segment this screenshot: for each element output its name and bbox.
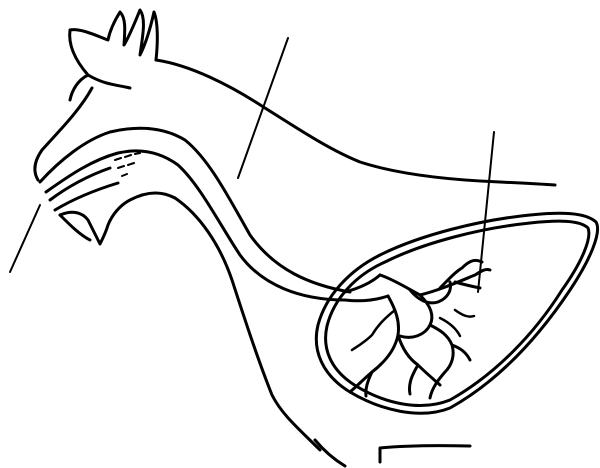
- forehead-outline: [88, 75, 130, 88]
- bronchus-small-branches: [352, 310, 474, 350]
- ear-outline: [70, 10, 157, 60]
- turbinate-marks: [115, 153, 140, 176]
- back-outline: [156, 60, 555, 185]
- throat-outline: [175, 198, 320, 450]
- trachea-upper: [345, 275, 380, 292]
- leader-line-trachea: [238, 38, 288, 178]
- bronchus-lower: [350, 296, 399, 392]
- trachea-lower: [345, 296, 388, 301]
- nasal-passage-upper: [40, 128, 350, 292]
- chest-bottom-outline: [315, 440, 345, 466]
- ear-inner-outline: [70, 30, 88, 100]
- bronchus-main: [380, 269, 490, 295]
- belly-outline: [380, 446, 470, 462]
- leader-line-lung: [478, 132, 494, 292]
- bronchus-lower-branches: [366, 335, 440, 396]
- leader-line-nose: [10, 205, 40, 272]
- jaw-outline: [60, 193, 175, 244]
- nostril-curl-2: [55, 183, 118, 210]
- bronchus-right-branches: [430, 325, 470, 398]
